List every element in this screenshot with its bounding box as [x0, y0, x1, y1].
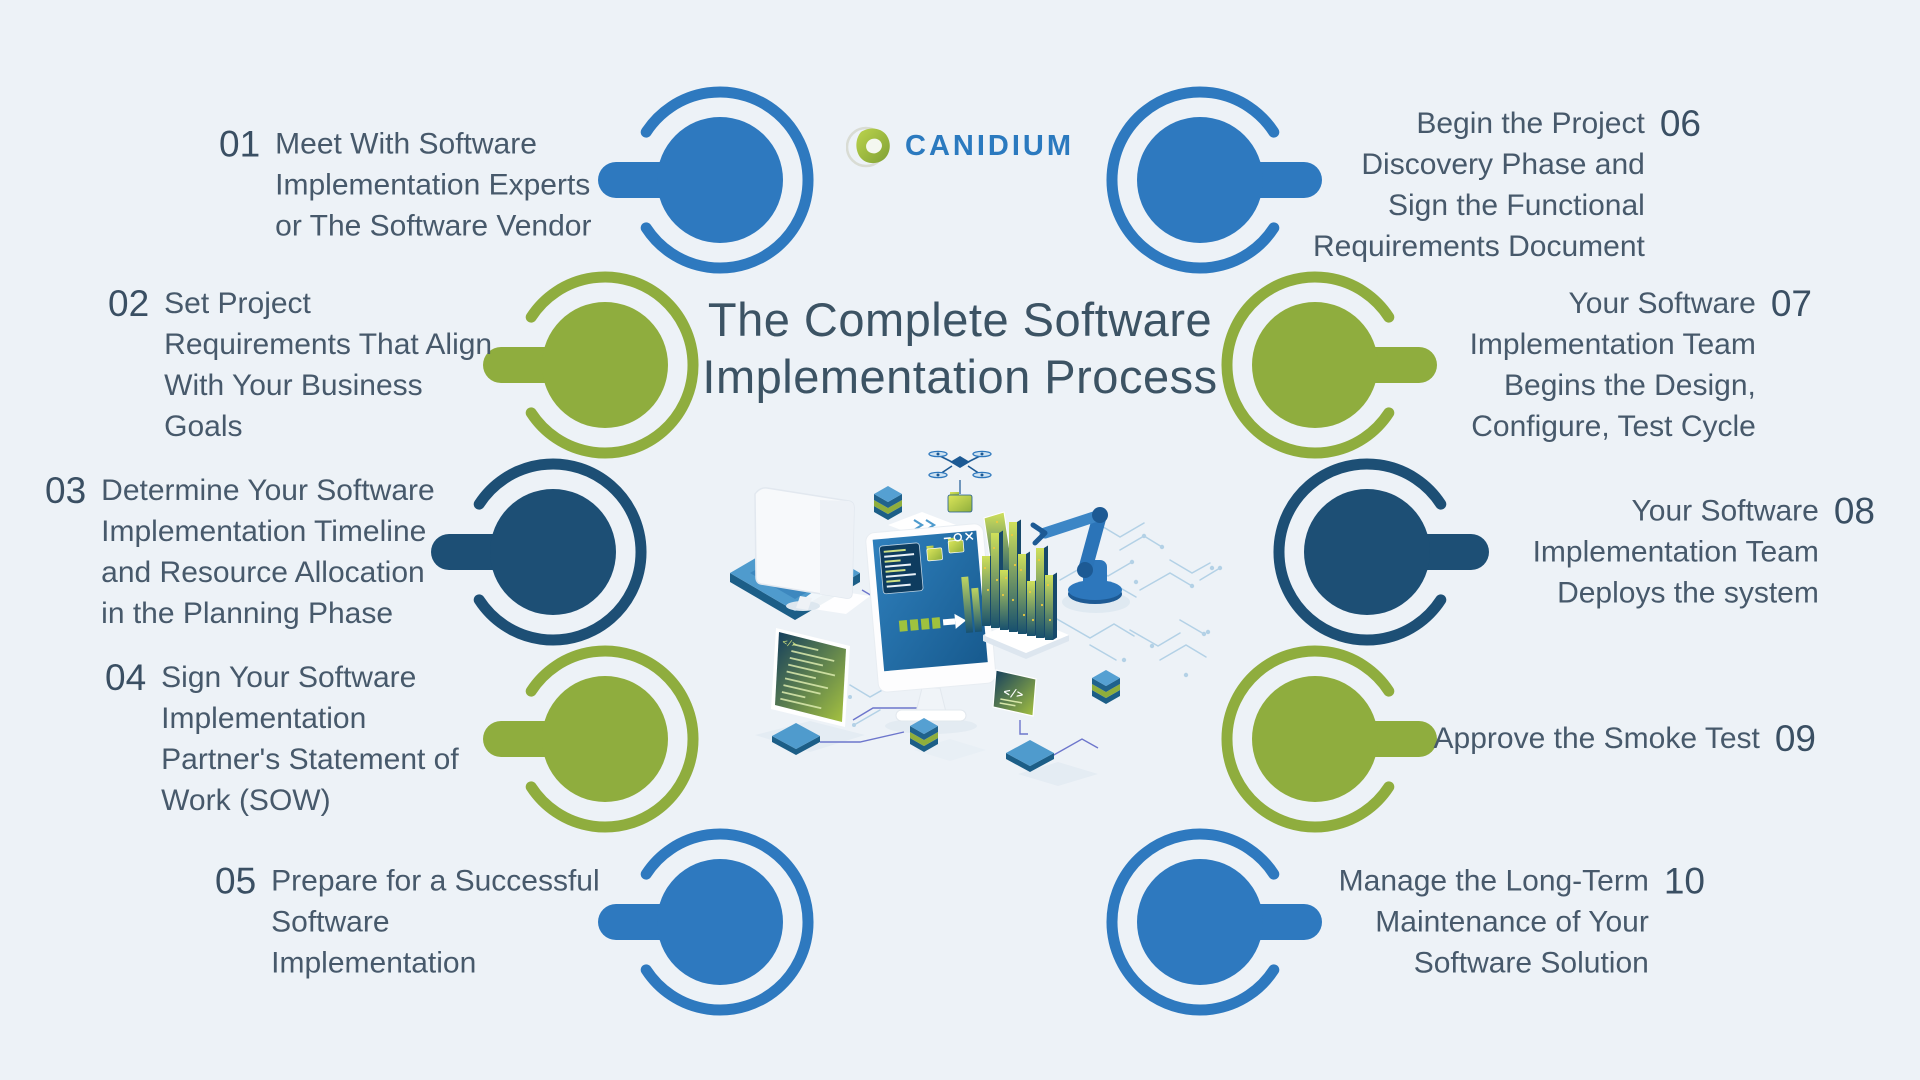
step-09: Approve the Smoke Test 09 — [1434, 718, 1816, 760]
step-01-text: Meet With Software Implementation Expert… — [275, 124, 591, 247]
step-04-number: 04 — [105, 657, 147, 698]
step-08-line: Deploys the system — [1557, 576, 1819, 610]
robot-arm-icon — [1030, 507, 1122, 604]
step-01: 01 Meet With Software Implementation Exp… — [219, 124, 591, 247]
circuit-traces — [848, 522, 1223, 727]
step-09-number: 09 — [1774, 718, 1816, 759]
brand-logo: CANIDIUM — [846, 122, 1074, 170]
step-05-marker — [598, 828, 814, 1016]
step-04-line: Partner's Statement of — [161, 743, 459, 776]
step-02-text: Set Project Requirements That Align With… — [164, 283, 492, 447]
step-03-line: in the Planning Phase — [101, 597, 394, 630]
step-09-marker — [1221, 645, 1437, 833]
window-controls-icon — [943, 532, 974, 542]
step-04-line: Work (SOW) — [161, 784, 331, 817]
step-05-line: Implementation — [271, 946, 477, 980]
step-07-number: 07 — [1770, 283, 1812, 324]
svg-text:</>: </> — [1002, 685, 1024, 701]
step-04-marker — [483, 645, 699, 833]
step-06-line: Requirements Document — [1313, 230, 1645, 263]
delivery-drone-icon — [928, 450, 992, 513]
step-06: Begin the Project Discovery Phase and Si… — [1313, 103, 1701, 267]
step-02-line: Requirements That Align — [164, 328, 493, 361]
step-08-text: Your Software Implementation Team Deploy… — [1533, 491, 1819, 614]
step-08-line: Implementation Team — [1532, 535, 1819, 569]
step-10-text: Manage the Long-Term Maintenance of Your… — [1339, 861, 1649, 984]
step-03: 03 Determine Your Software Implementatio… — [45, 470, 435, 634]
step-10-line: Software Solution — [1413, 946, 1649, 980]
step-04-line: Sign Your Software — [161, 661, 417, 694]
step-05-number: 05 — [215, 860, 257, 902]
step-05-text: Prepare for a Successful Software Implem… — [271, 861, 600, 984]
page-title: The Complete Software Implementation Pro… — [702, 291, 1217, 405]
circuit-city-icon — [982, 511, 1069, 659]
step-06-text: Begin the Project Discovery Phase and Si… — [1313, 103, 1645, 267]
step-10: Manage the Long-Term Maintenance of Your… — [1339, 861, 1705, 984]
step-03-line: Implementation Timeline — [101, 515, 427, 548]
code-screen-icon — [865, 523, 997, 722]
step-06-line: Sign the Functional — [1388, 189, 1645, 222]
server-stack-icon — [874, 486, 902, 520]
step-08-line: Your Software — [1631, 494, 1819, 528]
step-01-number: 01 — [219, 123, 261, 165]
step-01-marker — [598, 86, 814, 274]
step-02-line: Set Project — [164, 287, 311, 320]
step-10-number: 10 — [1663, 860, 1705, 902]
center-illustration: </> </> — [730, 450, 1223, 786]
step-09-line: Approve the Smoke Test — [1433, 722, 1760, 755]
step-10-line: Maintenance of Your — [1375, 905, 1649, 939]
step-03-number: 03 — [45, 470, 87, 511]
step-01-line: or The Software Vendor — [275, 209, 592, 243]
step-03-text: Determine Your Software Implementation T… — [101, 470, 435, 634]
step-02-line: Goals — [164, 410, 243, 443]
step-07-line: Your Software — [1568, 287, 1756, 320]
progress-bar-icon — [898, 613, 967, 632]
step-06-number: 06 — [1659, 103, 1701, 144]
step-03-marker — [431, 458, 647, 646]
code-badge-icon: </> — [992, 669, 1037, 717]
step-10-line: Manage the Long-Term — [1338, 864, 1649, 898]
step-01-line: Meet With Software — [275, 127, 537, 161]
step-03-line: Determine Your Software — [101, 474, 435, 507]
step-07-line: Configure, Test Cycle — [1471, 410, 1756, 443]
step-07-marker — [1221, 271, 1437, 459]
step-07: Your Software Implementation Team Begins… — [1470, 283, 1812, 447]
desktop-computer-icon — [730, 487, 870, 620]
step-02-marker — [483, 271, 699, 459]
step-07-line: Implementation Team — [1469, 328, 1756, 361]
page-title-line1: The Complete Software — [707, 293, 1213, 346]
step-02-line: With Your Business — [164, 369, 423, 402]
step-08-number: 08 — [1833, 490, 1875, 532]
server-stack-icon — [1092, 670, 1120, 704]
step-02-number: 02 — [108, 283, 150, 324]
step-07-line: Begins the Design, — [1504, 369, 1756, 402]
step-04-text: Sign Your Software Implementation Partne… — [161, 657, 459, 821]
brand-name: CANIDIUM — [905, 129, 1074, 162]
step-05: 05 Prepare for a Successful Software Imp… — [215, 861, 600, 984]
step-06-line: Begin the Project — [1416, 107, 1645, 140]
step-04-line: Implementation — [161, 702, 367, 735]
step-10-marker — [1106, 828, 1322, 1016]
step-08: Your Software Implementation Team Deploy… — [1533, 491, 1875, 614]
step-07-text: Your Software Implementation Team Begins… — [1470, 283, 1756, 447]
step-02: 02 Set Project Requirements That Align W… — [108, 283, 492, 447]
canidium-leaf-icon — [846, 126, 890, 168]
step-09-text: Approve the Smoke Test — [1434, 718, 1760, 759]
step-01-line: Implementation Experts — [275, 168, 591, 202]
step-05-line: Prepare for a Successful — [271, 864, 600, 898]
svg-text:</>: </> — [782, 637, 798, 649]
step-03-line: and Resource Allocation — [101, 556, 425, 589]
step-04: 04 Sign Your Software Implementation Par… — [105, 657, 459, 821]
step-08-marker — [1273, 458, 1489, 646]
step-06-marker — [1106, 86, 1322, 274]
step-06-line: Discovery Phase and — [1361, 148, 1645, 181]
terminal-panel-icon: </> — [771, 628, 850, 727]
step-05-line: Software — [271, 905, 390, 939]
page-title-line2: Implementation Process — [702, 350, 1218, 403]
